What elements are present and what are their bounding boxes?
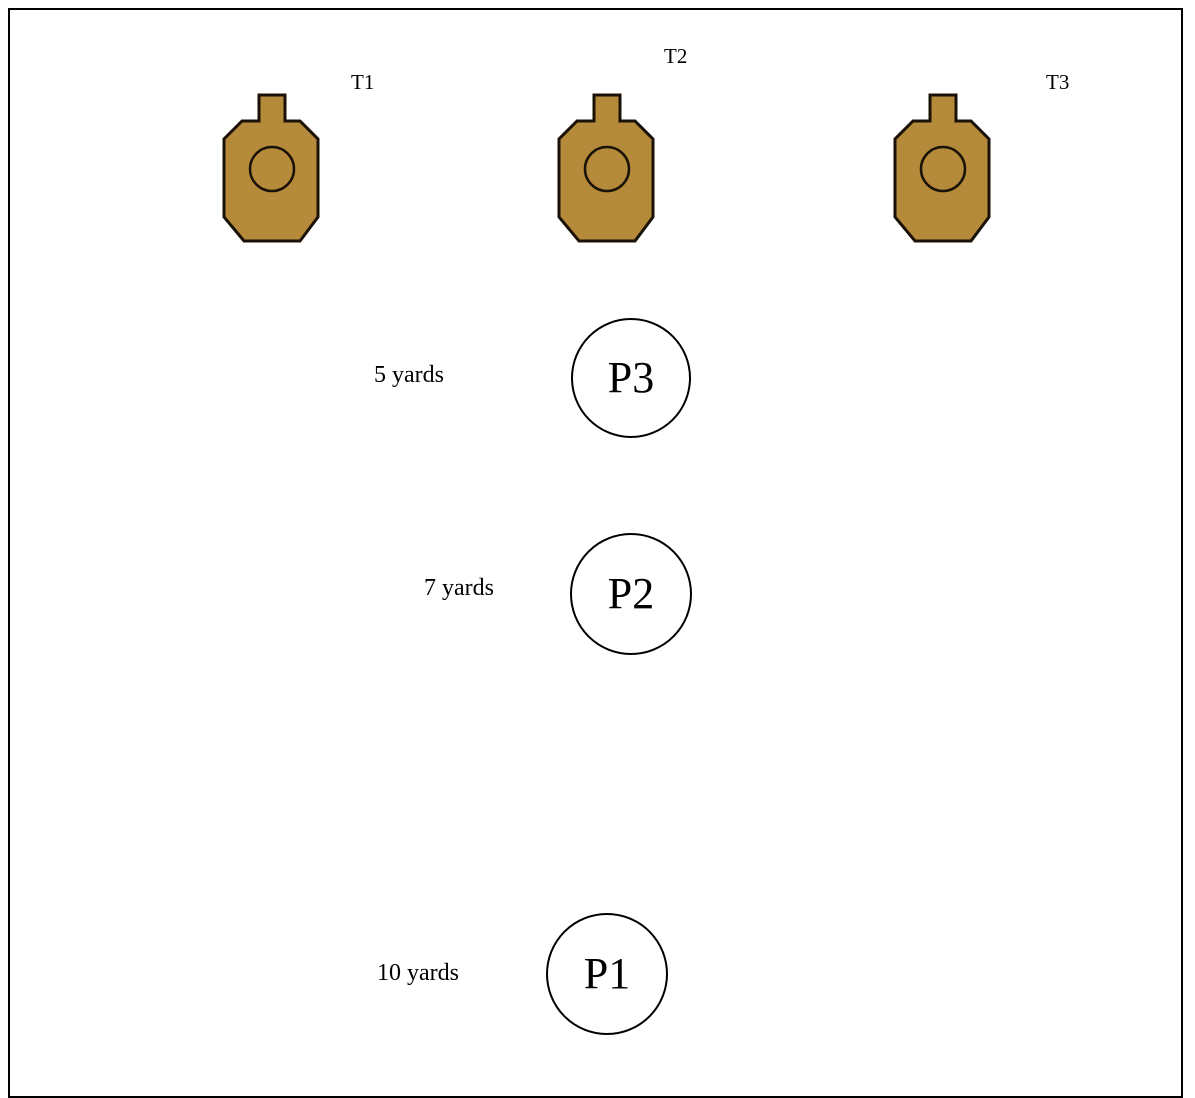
target-t1 bbox=[222, 93, 322, 249]
target-silhouette-icon bbox=[222, 93, 320, 243]
target-label-t2: T2 bbox=[664, 44, 688, 68]
position-label-p1: P1 bbox=[583, 949, 631, 998]
position-p2: P2 bbox=[570, 533, 692, 655]
position-label-p3: P3 bbox=[607, 353, 655, 402]
distance-label-p1: 10 yards bbox=[377, 960, 459, 986]
position-label-p2: P2 bbox=[607, 569, 655, 618]
distance-label-p3: 5 yards bbox=[374, 362, 444, 388]
target-label-t1: T1 bbox=[351, 70, 375, 94]
position-p1: P1 bbox=[546, 913, 668, 1035]
target-silhouette-icon bbox=[557, 93, 655, 243]
target-silhouette-icon bbox=[893, 93, 991, 243]
target-label-t3: T3 bbox=[1046, 70, 1070, 94]
target-t3 bbox=[893, 93, 993, 249]
position-p3: P3 bbox=[571, 318, 691, 438]
target-t2 bbox=[557, 93, 657, 249]
distance-label-p2: 7 yards bbox=[424, 575, 494, 601]
